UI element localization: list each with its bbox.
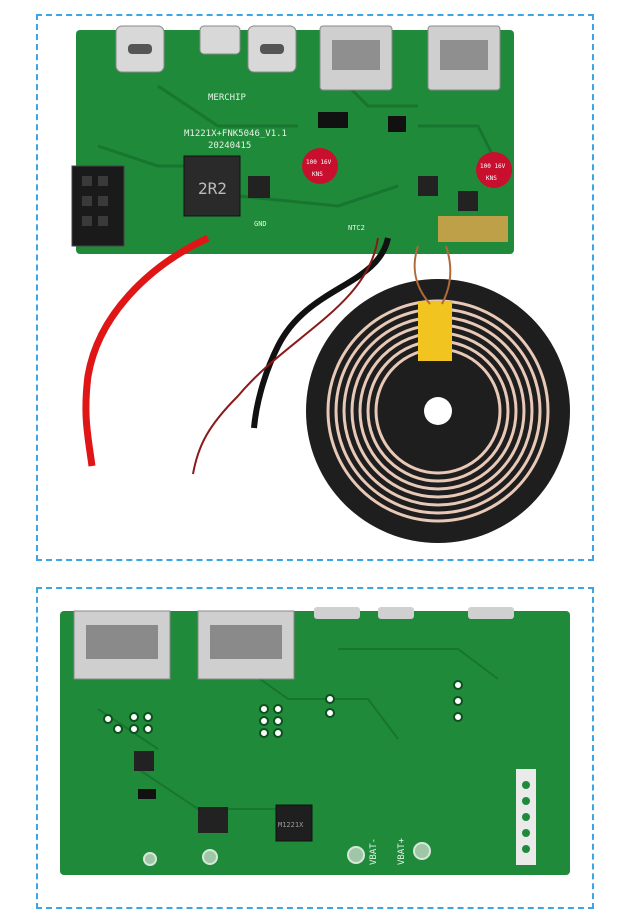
capacitor-left-brand: KNS [312, 171, 323, 178]
capacitor-right-label: 100 16V [480, 163, 506, 170]
top-board-photo: MERCHIP M1221X+FNK5046_V1.1 20240415 2R2… [71, 25, 570, 543]
date-label: 20240415 [208, 141, 251, 151]
capacitor-right [476, 152, 512, 188]
inductor [183, 155, 241, 217]
usb-c-port-bottom-1 [314, 607, 360, 619]
black-wire [251, 237, 391, 429]
vbat-minus-label: VBAT- [369, 838, 379, 865]
usb-c-port-bottom-2 [468, 607, 514, 619]
model-label: M1221X+FNK5046_V1.1 [184, 129, 287, 139]
ntc-label: NTC2 [348, 224, 365, 232]
bottom-board-photo: M1221X VBAT- VBAT+ [60, 607, 570, 875]
thin-red-wire [192, 237, 379, 475]
coil-center-hole [424, 397, 452, 425]
vbat-plus-label: VBAT+ [397, 837, 407, 865]
chip-medium [198, 807, 228, 833]
pcb-bottom [60, 611, 570, 875]
micro-usb-port [199, 25, 241, 55]
red-wire [82, 234, 210, 467]
chip-label: M1221X [278, 821, 304, 829]
main-chip [275, 804, 313, 842]
coil-tape [418, 301, 452, 361]
inductor-label: 2R2 [198, 179, 227, 198]
capacitor-left-label: 100 16V [306, 159, 332, 166]
chip-small [134, 751, 154, 771]
capacitor-right-brand: KNS [486, 175, 497, 182]
brand-label: MERCHIP [208, 93, 247, 103]
gnd-label: GND [254, 220, 267, 228]
bottom-photo-frame: M1221X VBAT- VBAT+ [36, 587, 594, 909]
capacitor-left [302, 148, 338, 184]
top-photo-frame: MERCHIP M1221X+FNK5046_V1.1 20240415 2R2… [36, 14, 594, 561]
micro-usb-port-bottom [378, 607, 414, 619]
